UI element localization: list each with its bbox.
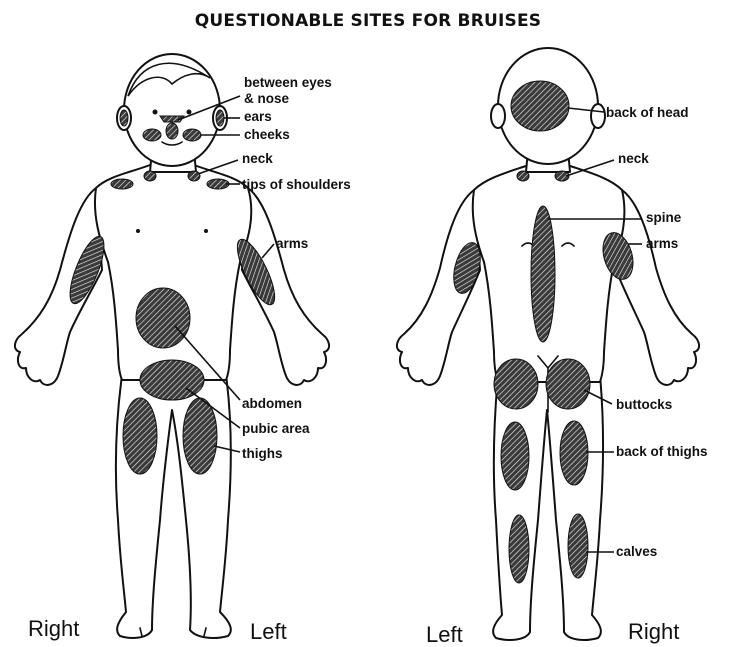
bruise-thigh-right (123, 398, 157, 474)
label-ears: ears (244, 109, 272, 124)
diagram-title: QUESTIONABLE SITES FOR BRUISES (195, 11, 541, 31)
bruise-buttock-left (494, 359, 538, 409)
bruise-ear-right (120, 110, 128, 126)
bruise-neck-back-left (517, 171, 529, 181)
label-arms-front: arms (276, 236, 308, 251)
bruise-cheek-left (183, 129, 201, 141)
bruise-shoulder-right (111, 179, 133, 189)
front-torso (95, 165, 251, 380)
front-nipple-left (204, 229, 208, 233)
back-ear-right (591, 104, 605, 128)
label-thighs: thighs (242, 446, 283, 461)
label-abdomen: abdomen (242, 396, 302, 411)
bruise-neck-left (188, 171, 200, 181)
label-and-nose: & nose (244, 91, 290, 106)
back-legs (493, 375, 603, 640)
bruise-buttock-right (546, 359, 590, 409)
label-cheeks: cheeks (244, 127, 290, 142)
bruise-shoulder-left (207, 179, 229, 189)
front-nipple-right (136, 229, 140, 233)
label-back-of-thighs: back of thighs (616, 444, 708, 459)
bruise-thigh-left (183, 398, 217, 474)
label-calves: calves (616, 544, 657, 559)
back-side-left: Left (426, 622, 463, 647)
front-side-left: Left (250, 619, 287, 644)
bruise-back-of-head (511, 81, 569, 131)
front-eye-left (187, 110, 192, 115)
label-neck-front: neck (242, 151, 273, 166)
front-side-right: Right (28, 616, 79, 641)
bruise-cheek-right (143, 129, 161, 141)
label-neck-back: neck (618, 151, 649, 166)
bruise-calf-right (568, 514, 588, 578)
bruise-back-thigh-right (560, 421, 588, 485)
bruise-spine (531, 206, 555, 342)
bruise-back-thigh-left (501, 422, 529, 490)
back-ear-left (491, 104, 505, 128)
label-buttocks: buttocks (616, 397, 672, 412)
label-between-eyes: between eyes (244, 75, 332, 90)
label-spine: spine (646, 210, 682, 225)
bruise-abdomen (136, 288, 190, 348)
label-back-of-head: back of head (606, 105, 689, 120)
bruise-ear-left (216, 110, 224, 126)
bruise-neck-right (144, 171, 156, 181)
bruise-nose (166, 123, 178, 139)
bruise-calf-left (509, 515, 529, 583)
back-side-right: Right (628, 619, 679, 644)
label-pubic-area: pubic area (242, 421, 310, 436)
label-arms-back: arms (646, 236, 678, 251)
front-eye-right (153, 110, 158, 115)
label-tips-of-shoulders: tips of shoulders (242, 177, 351, 192)
